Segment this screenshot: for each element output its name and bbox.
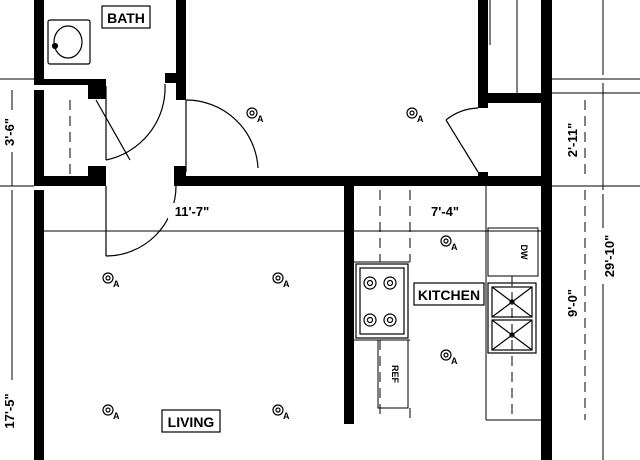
outlet-marker (272, 272, 284, 284)
dim-kitchen-width: 7'-4" (431, 204, 459, 219)
outlet-marker (440, 349, 452, 361)
outlet-marker (440, 235, 452, 247)
doors (95, 83, 479, 257)
outlet-marker (406, 107, 418, 119)
dim-kitchen-height: 9'-0" (565, 289, 580, 317)
outlet-tag: A (451, 356, 458, 366)
outlet-tag: A (257, 114, 264, 124)
outlet-tag: A (113, 411, 120, 421)
room-labels: BATH KITCHEN LIVING (101, 5, 485, 433)
dashed-lines (69, 100, 586, 420)
dimension-labels: 11'-7" 7'-4" 3'-6" 2'-11" 9'-0" 29'-10" … (0, 110, 618, 436)
dim-living-height: 17'-5" (2, 393, 17, 428)
outlet-tag: A (283, 411, 290, 421)
outlet-marker (102, 272, 114, 284)
refrigerator-label: REF (390, 365, 400, 384)
walls (34, 0, 552, 460)
outlet-marker (246, 107, 258, 119)
room-label-bath: BATH (107, 10, 145, 26)
outlet-tag: A (113, 279, 120, 289)
stove (355, 263, 409, 339)
outlet-tag: A (417, 114, 424, 124)
outlet-tag: A (451, 242, 458, 252)
dim-overall-height: 29'-10" (602, 235, 617, 278)
outlet-marker (272, 404, 284, 416)
dishwasher-label: DW (519, 245, 529, 260)
dim-living-width: 11'-7" (175, 204, 210, 219)
outlets (102, 107, 452, 416)
room-label-living: LIVING (168, 414, 215, 430)
kitchen-sink (487, 282, 537, 354)
dim-hall-height-right: 2'-11" (565, 123, 580, 158)
outlet-tags: A A A A A A A A (113, 114, 458, 421)
outlet-marker (102, 404, 114, 416)
bath-sink (47, 19, 91, 65)
room-label-kitchen: KITCHEN (418, 287, 480, 303)
outlet-tag: A (283, 279, 290, 289)
dim-hall-height-left: 3'-6" (2, 118, 17, 146)
